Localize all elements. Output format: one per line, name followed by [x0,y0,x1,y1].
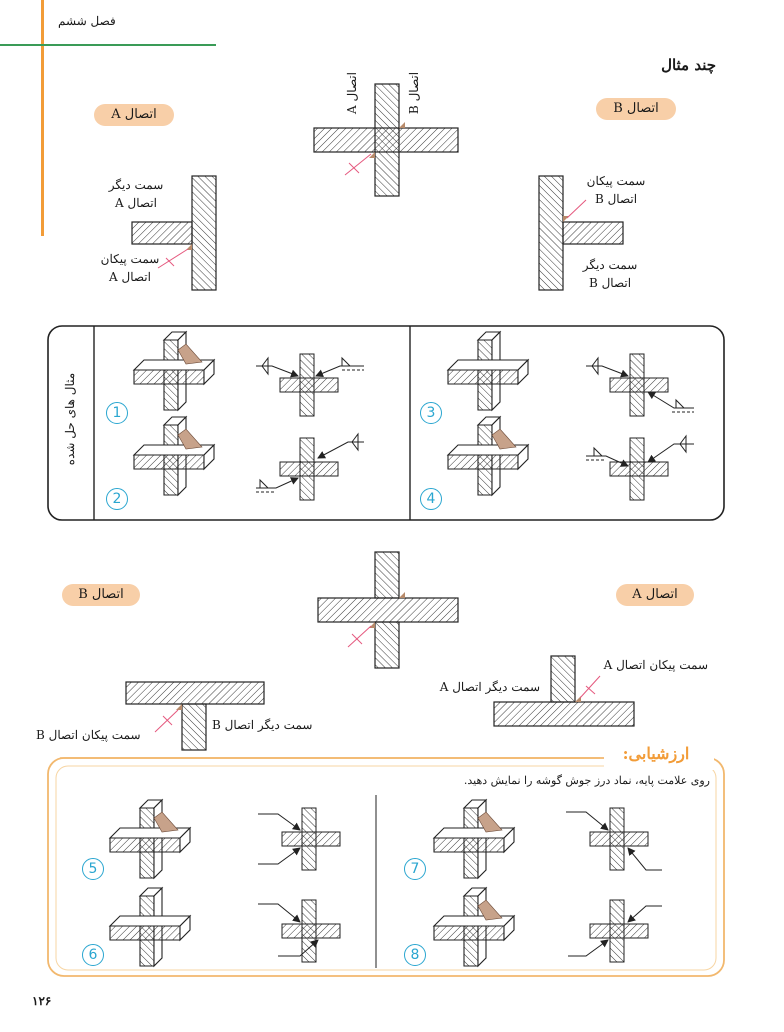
chapter-label: فصل ششم [58,14,116,28]
middle-cross [317,551,459,669]
solved-3d-cross-3 [446,330,530,412]
solved-number-4: 4 [420,488,442,510]
assessment-number-5: 5 [82,858,104,880]
right-other-side-line2: اتصال B [588,276,632,290]
top-center-cross [313,83,459,197]
solved-examples-title: مثال های حل شده [63,372,77,466]
solved-number-2: 2 [106,488,128,510]
assessment-title: ارزشیابی: [622,744,690,763]
solved-3d-cross-4 [446,415,530,497]
solved-examples-frame [47,325,725,521]
assessment-2d-cross-7 [566,807,662,871]
center-vertical-label-a: اتصال A [345,72,359,114]
assessment-number-8: 8 [404,944,426,966]
assessment-number-6: 6 [82,944,104,966]
solved-2d-cross-4 [586,434,694,501]
pill-joint-a-middle: اتصال A [616,584,694,606]
pill-joint-b-top: اتصال B [596,98,676,120]
right-other-side-line1: سمت دیگر [582,258,638,272]
left-arrow-side-line2: اتصال A [109,270,151,284]
solved-2d-cross-3 [586,353,694,417]
assessment-instruction: روی علامت پایه، نماد درز جوش گوشه را نما… [463,774,710,787]
assessment-2d-cross-6 [258,899,341,963]
right-arrow-side-line2: اتصال B [594,192,638,206]
assessment-3d-cross-7 [432,798,516,880]
assessment-number-7: 7 [404,858,426,880]
header-rule-green [0,44,216,46]
middle-right-arrow-label: سمت پیکان اتصال A [603,658,708,672]
left-arrow-side-line1: سمت پیکان [100,252,160,266]
middle-left-other-label: سمت دیگر اتصال B [212,718,313,732]
assessment-3d-cross-5 [108,798,192,880]
pill-joint-a-top: اتصال A [94,104,174,126]
assessment-2d-cross-8 [568,899,662,963]
solved-2d-cross-1 [256,353,364,417]
center-vertical-label-b: اتصال B [407,71,421,115]
solved-2d-cross-2 [256,432,364,501]
left-other-side-line1: سمت دیگر [108,178,164,192]
left-other-side-line2: اتصال A [115,196,157,210]
middle-right-t-joint [493,655,635,727]
middle-right-other-label: سمت دیگر اتصال A [439,680,540,694]
page-number: ۱۲۶ [32,994,52,1008]
solved-number-1: 1 [106,402,128,424]
assessment-frame [47,746,725,977]
margin-bar-orange [41,0,44,236]
solved-3d-cross-2 [132,415,216,497]
middle-left-arrow-label: سمت پیکان اتصال B [36,728,141,742]
assessment-3d-cross-8 [432,886,516,968]
solved-3d-cross-1 [132,330,216,412]
assessment-3d-cross-6 [108,886,192,968]
pill-joint-b-middle: اتصال B [62,584,140,606]
assessment-2d-cross-5 [258,807,341,871]
top-left-t-joint [131,175,217,291]
right-arrow-side-line1: سمت پیکان [586,174,646,188]
middle-left-t-joint [125,681,265,751]
top-right-t-joint [538,175,624,291]
solved-number-3: 3 [420,402,442,424]
section-title: چند مثال [661,56,716,74]
